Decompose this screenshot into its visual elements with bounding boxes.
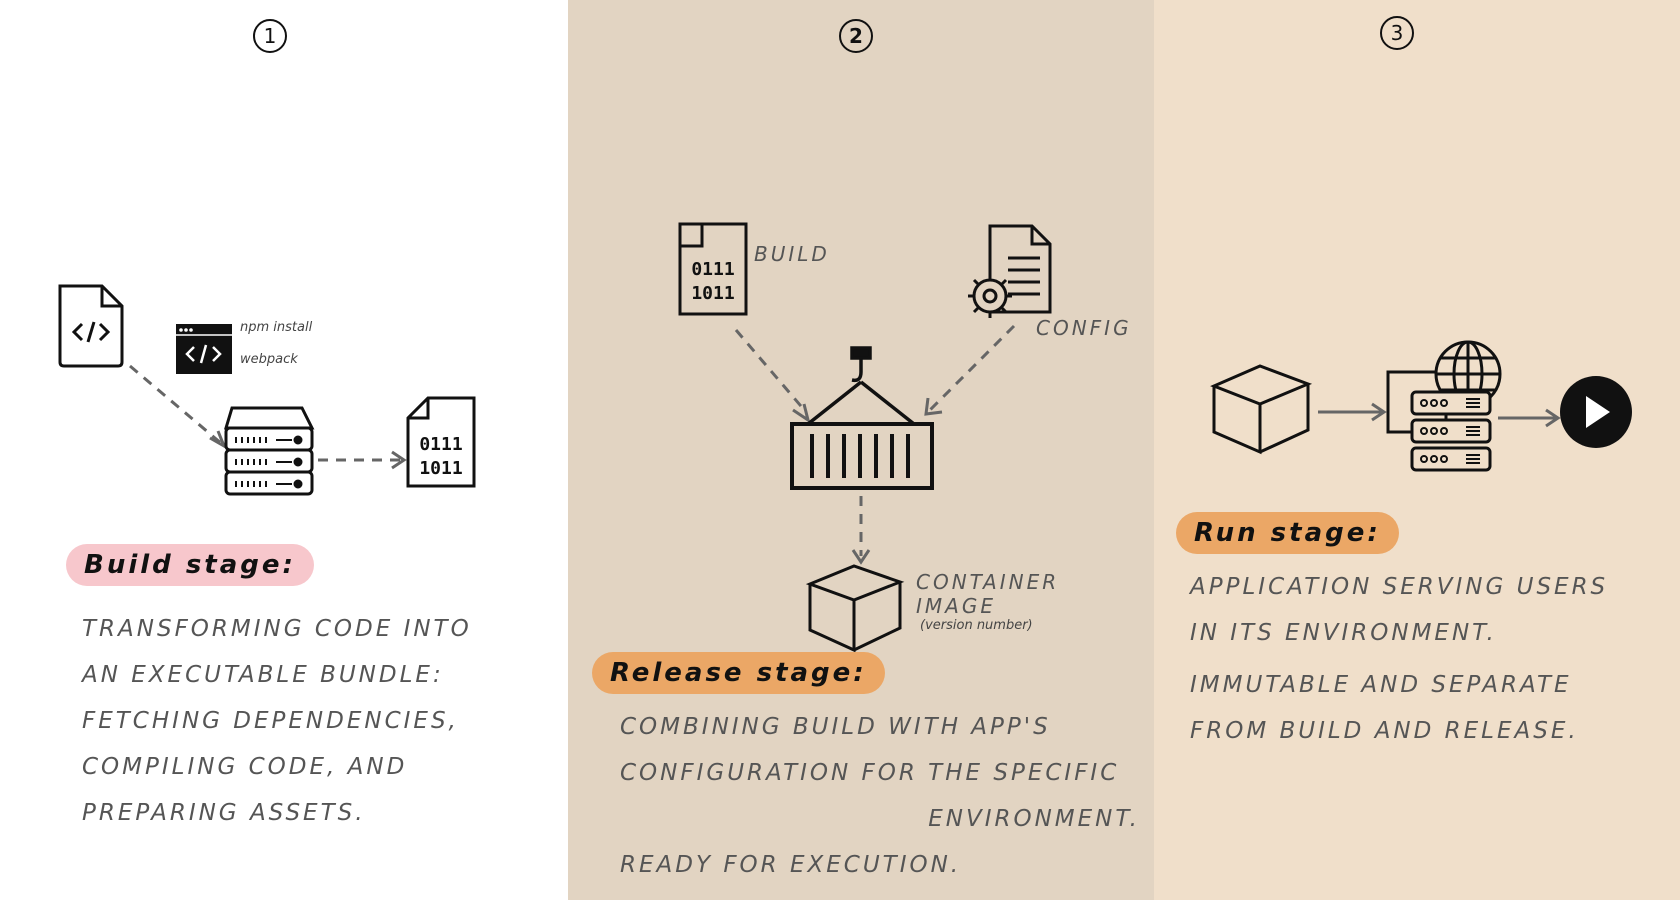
run-stage-title: Run stage: [1176,512,1399,554]
binary-row-1: 0111 [691,259,734,280]
description-line: environment. [928,806,1140,832]
build-stage-panel: 1 [0,0,568,900]
arrow-build-to-container [734,329,808,413]
run-stage-panel: 3 [1154,0,1680,900]
release-stage-title: Release stage: [592,652,885,694]
binary-row-2: 1011 [691,283,734,304]
cube-icon [1210,364,1313,455]
binary-file-icon [406,396,476,488]
play-icon [1560,376,1632,448]
container-label: Container [916,570,1060,594]
gear-icon [968,274,1012,318]
description-line: preparing assets. [82,800,366,826]
binary-row-1: 0111 [419,434,462,455]
description-line: Ready for execution. [620,852,962,878]
shipping-container-icon [790,346,934,490]
release-stage-description: Combining build with app's configuration… [620,704,1140,888]
build-label: Build [754,242,830,266]
description-line: Transforming code into [82,616,472,642]
build-stage-diagram: 0111 1011 [58,284,476,496]
binary-file-icon [678,222,748,316]
web-server-icon [1386,340,1502,472]
description-line: fetching dependencies, [82,708,459,734]
description-line: in its environment. [1190,620,1497,646]
code-file-icon [58,284,124,368]
run-stage-diagram [1210,340,1632,472]
stage-number-1: 1 [253,19,287,53]
cube-icon [805,564,905,653]
description-line: configuration for the specific [620,760,1120,786]
terminal-icon [176,324,232,374]
description-line: from build and release. [1190,718,1579,744]
run-stage-description: Application serving users in its environ… [1190,564,1660,754]
description-line: Immutable and separate [1190,672,1572,698]
arrow-code-to-server [129,364,223,446]
description-line: compiling code, and [82,754,408,780]
image-label: Image [916,594,996,618]
description-line: an executable bundle: [82,662,444,688]
binary-row-2: 1011 [419,458,462,479]
command-npm-install: npm install [240,320,313,335]
stage-number-3: 3 [1380,16,1414,50]
arrow-config-to-container [928,324,1016,412]
container-image-label: Container Image [916,570,1059,618]
server-icon [223,406,315,496]
version-number-label: (version number) [920,618,1033,633]
command-webpack: webpack [240,352,298,367]
release-stage-panel: 2 0111 1011 [568,0,1154,900]
config-label: Config [1036,316,1132,340]
build-stage-description: Transforming code into an executable bun… [82,606,472,836]
description-line: Combining build with app's [620,714,1051,740]
stage-number-2: 2 [839,19,873,53]
build-stage-title: Build stage: [66,544,314,586]
release-stage-diagram: 0111 1011 [678,222,1052,653]
description-line: Application serving users [1190,574,1609,600]
